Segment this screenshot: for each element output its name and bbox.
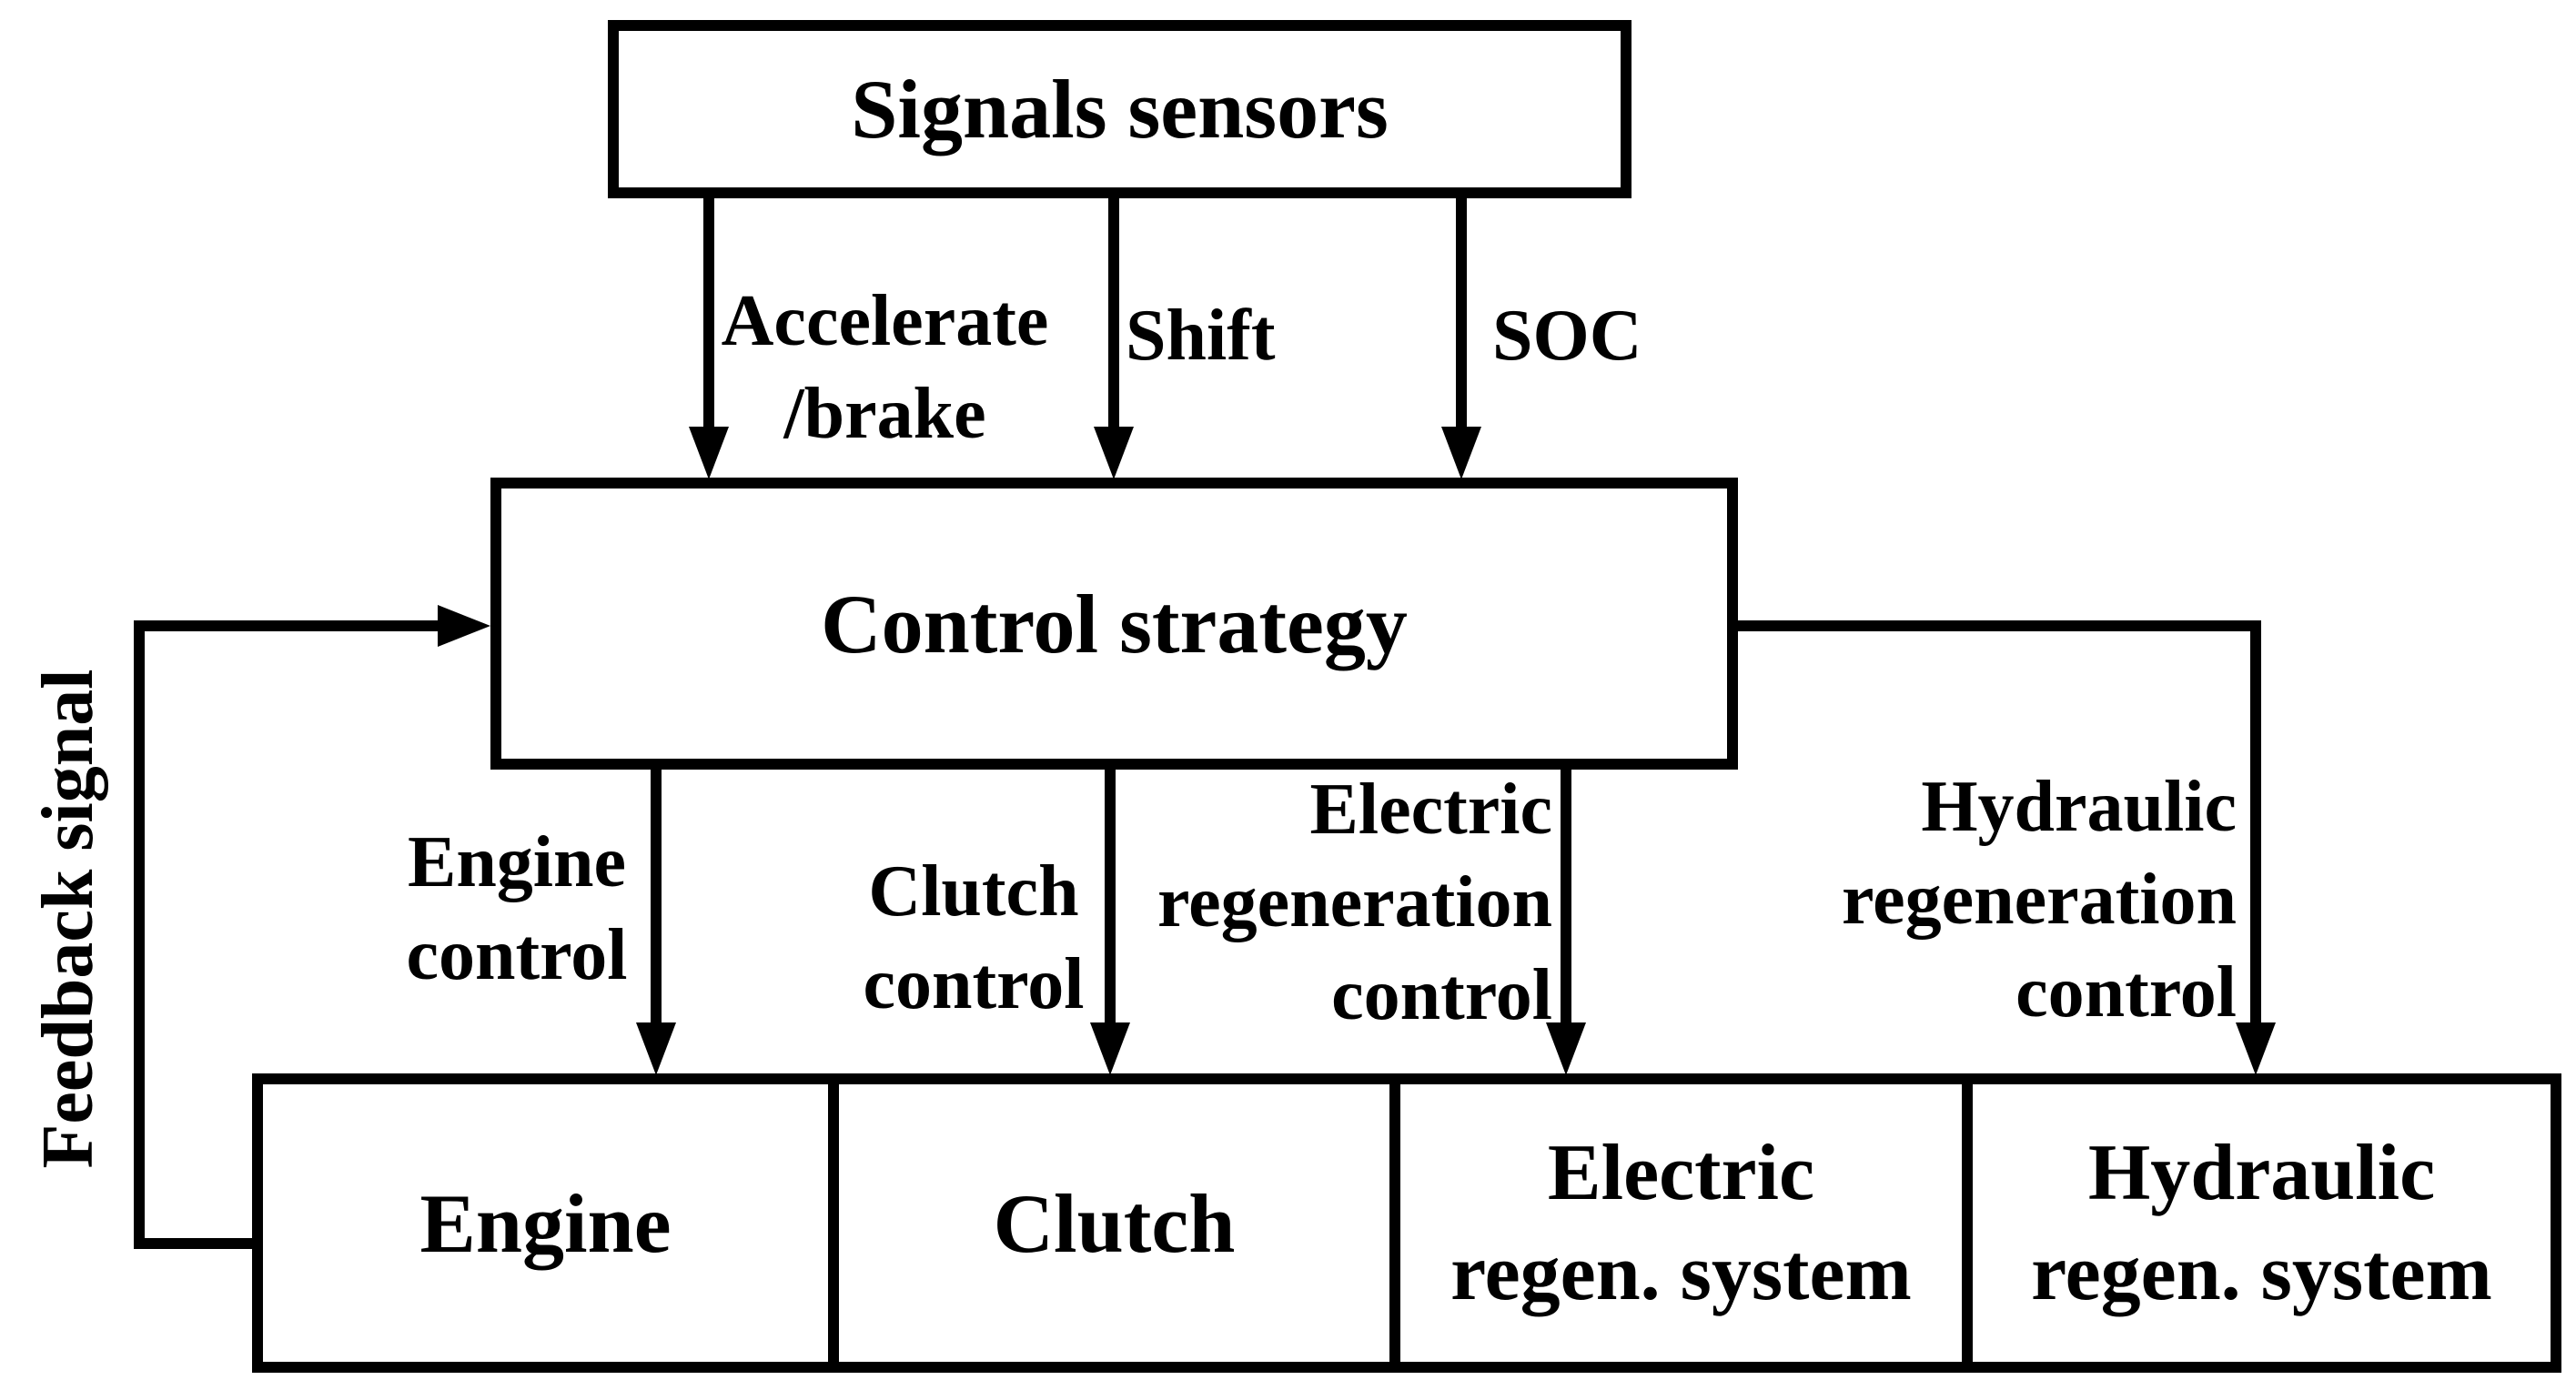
engine-label: Engine (419, 1176, 672, 1270)
label-soc: SOC (1492, 296, 1642, 376)
electric-regen-system-label-line1: Electric (1547, 1128, 1815, 1217)
label-clutch-control-line2: control (863, 944, 1085, 1024)
label-engine-control-line1: Engine (407, 822, 627, 902)
feedback-line-bottom (134, 1238, 263, 1249)
label-electric-regen-control-line2: regeneration (1157, 862, 1552, 942)
divider-clutch-electric (1389, 1073, 1400, 1373)
electric-regen-system-label-line2: regen. system (1450, 1228, 1912, 1317)
label-hydraulic-regen-control-line1: Hydraulic (1921, 767, 2237, 847)
signals-sensors-label: Signals sensors (851, 63, 1389, 156)
arrow-soc-head-icon (1441, 427, 1481, 479)
arrow-clutch-control-head-icon (1090, 1022, 1130, 1075)
label-accelerate-brake-line1: Accelerate (721, 281, 1049, 361)
label-clutch-control-line1: Clutch (868, 851, 1079, 932)
label-electric-regen-control-line1: Electric (1309, 770, 1552, 850)
label-engine-control-line2: control (406, 915, 628, 995)
arrow-soc-stem (1456, 198, 1467, 437)
feedback-line-vertical (134, 620, 145, 1249)
label-hydraulic-regen-control: Hydraulic regeneration control (1842, 760, 2237, 1039)
control-strategy-label: Control strategy (821, 577, 1408, 670)
arrow-accelerate-brake-stem (703, 198, 714, 437)
clutch-label: Clutch (993, 1176, 1236, 1270)
label-engine-control: Engine control (394, 816, 640, 1002)
arrow-shift-head-icon (1094, 427, 1134, 479)
arrow-electric-regen-control-head-icon (1546, 1022, 1586, 1075)
arrow-hydraulic-regen-control-stem (2250, 620, 2261, 1026)
arrow-accelerate-brake-head-icon (689, 427, 729, 479)
engine-box: Engine (263, 1084, 828, 1362)
arrow-hydraulic-regen-control-head-icon (2236, 1022, 2276, 1075)
subsystems-row-box (252, 1073, 2561, 1373)
divider-electric-hydraulic (1962, 1073, 1973, 1373)
label-electric-regen-control: Electric regeneration control (1157, 763, 1552, 1042)
hydraulic-regen-system-label-line1: Hydraulic (2087, 1128, 2436, 1217)
arrow-clutch-control-stem (1105, 770, 1116, 1026)
label-accelerate-brake-line2: /brake (783, 374, 986, 454)
signals-sensors-box: Signals sensors (608, 20, 1631, 198)
arrow-electric-regen-control-stem (1561, 770, 1571, 1026)
hydraulic-regen-control-line-horizontal (1738, 620, 2261, 631)
label-electric-regen-control-line3: control (1331, 955, 1552, 1035)
arrow-engine-control-stem (651, 770, 662, 1026)
label-feedback-signal: Feedback signal (28, 669, 108, 1169)
arrow-shift-stem (1108, 198, 1119, 437)
feedback-arrow-head-icon (438, 605, 490, 647)
feedback-line-top (134, 620, 439, 631)
electric-regen-system-box: Electric regen. system (1400, 1084, 1962, 1362)
divider-engine-clutch (828, 1073, 839, 1373)
control-strategy-box: Control strategy (490, 478, 1738, 770)
label-hydraulic-regen-control-line3: control (2015, 952, 2237, 1032)
label-clutch-control: Clutch control (851, 845, 1096, 1031)
label-shift: Shift (1126, 296, 1276, 376)
clutch-box: Clutch (839, 1084, 1389, 1362)
label-hydraulic-regen-control-line2: regeneration (1842, 860, 2237, 940)
hydraulic-regen-system-box: Hydraulic regen. system (1973, 1084, 2551, 1362)
arrow-engine-control-head-icon (636, 1022, 676, 1075)
hydraulic-regen-system-label-line2: regen. system (2031, 1228, 2492, 1317)
label-accelerate-brake: Accelerate /brake (705, 275, 1065, 460)
